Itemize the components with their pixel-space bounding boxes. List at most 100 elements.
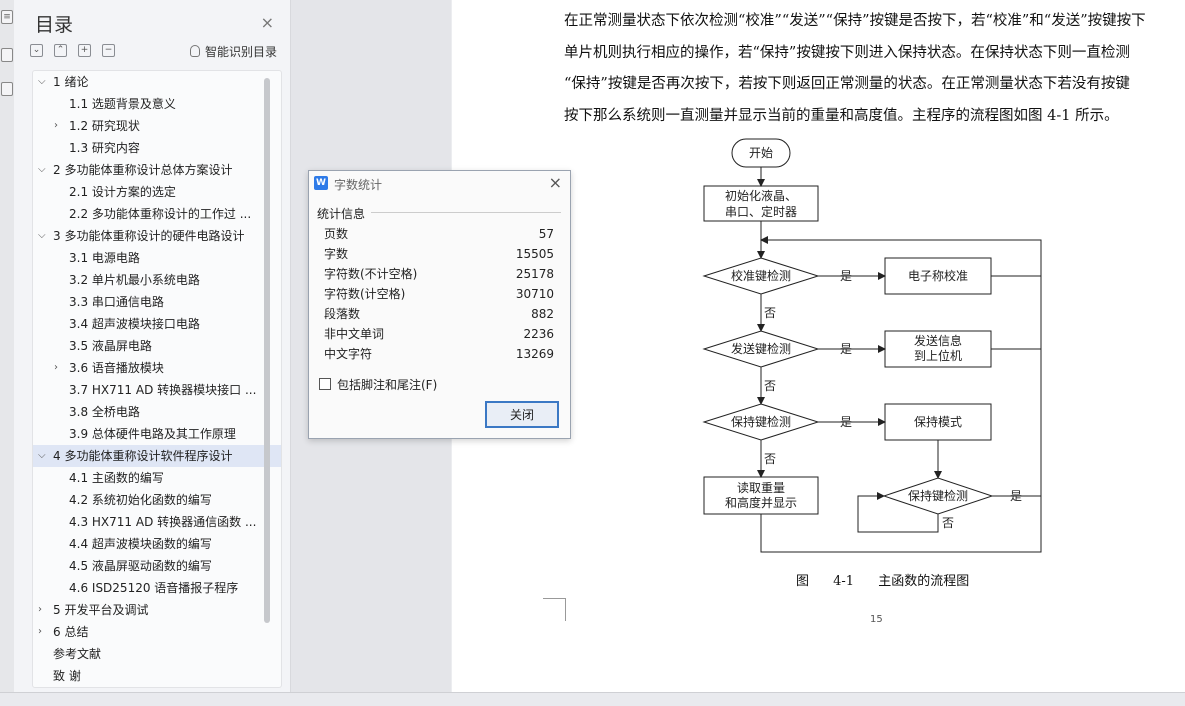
toc-item[interactable]: 2.2 多功能体重称设计的工作过 ... [33,203,281,225]
stat-row: 字符数(不计空格) 25178 [324,264,554,284]
toc-item[interactable]: ⌵ 4 多功能体重称设计软件程序设计 [33,445,281,467]
smart-toc-button[interactable]: 智能识别目录 [189,43,277,60]
toc-item[interactable]: ›5 开发平台及调试 [33,599,281,621]
dialog-close-icon[interactable]: × [548,173,562,192]
chevron-right-icon[interactable]: › [54,362,58,373]
toc-item[interactable]: 1.3 研究内容 [33,137,281,159]
chevron-down-icon[interactable]: ⌵ [38,76,46,87]
include-footnotes-checkbox[interactable]: 包括脚注和尾注(F) [319,376,437,393]
hold-action-label: 保持模式 [914,414,962,429]
yes-label: 是 [840,269,852,283]
toc-panel: 目录 × ⌄ ⌃ + − 智能识别目录 ⌵ 1 绪论 1.1 选题背景及意义 › 1.2… [14,0,291,692]
toc-item[interactable]: 3.2 单片机最小系统电路 [33,269,281,291]
toc-item-label: 2.1 设计方案的选定 [69,185,176,199]
toc-item[interactable]: 3.7 HX711 AD 转换器模块接口 ... [33,379,281,401]
smart-toc-label: 智能识别目录 [204,45,277,59]
toc-item[interactable]: 4.6 ISD25120 语音播报子程序 [33,577,281,599]
read-label-2: 和高度并显示 [725,495,797,510]
toc-item[interactable]: 参考文献 [33,643,281,665]
document-page: 在正常测量状态下依次检测“校准”“发送”“保持”按键是否按下，若“校准”和“发送… [452,0,1185,692]
send-action-label-1: 发送信息 [914,333,962,348]
stat-label: 字符数(不计空格) [324,267,418,281]
toc-item-label: 3.1 电源电路 [69,251,140,265]
no-label: 否 [764,452,776,466]
yes-label: 是 [1010,489,1022,503]
toc-item[interactable]: 4.2 系统初始化函数的编写 [33,489,281,511]
toc-item[interactable]: 3.9 总体硬件电路及其工作原理 [33,423,281,445]
toc-item[interactable]: 3.4 超声波模块接口电路 [33,313,281,335]
toc-item[interactable]: 4.4 超声波模块函数的编写 [33,533,281,555]
toc-item-label: 3.3 串口通信电路 [69,295,164,309]
init-label-2: 串口、定时器 [725,204,797,219]
main-flowchart: 开始 初始化液晶、 串口、定时器 校准键检测 电子称校准 发送键检测 发送信息 … [702,138,1042,553]
toc-item-label: 3.5 液晶屏电路 [69,339,152,353]
toc-item-label: 3.9 总体硬件电路及其工作原理 [69,427,236,441]
no-label: 否 [764,379,776,393]
toc-item[interactable]: 3.5 液晶屏电路 [33,335,281,357]
toc-item-label: 1.1 选题背景及意义 [69,97,176,111]
calib-check-label: 校准键检测 [731,268,791,283]
expand-all-icon[interactable]: ⌃ [54,44,67,57]
toc-item[interactable]: ›6 总结 [33,621,281,643]
toc-item-label: 4.5 液晶屏驱动函数的编写 [69,559,212,573]
toc-close-icon[interactable]: × [260,13,274,32]
paragraph-line: 在正常测量状态下依次检测“校准”“发送”“保持”按键是否按下，若“校准”和“发送… [564,13,1146,29]
toc-item[interactable]: 4.1 主函数的编写 [33,467,281,489]
chevron-right-icon[interactable]: › [54,120,58,131]
checkbox-box[interactable] [319,378,331,390]
stat-label: 字符数(计空格) [324,287,406,301]
stat-value: 25178 [515,267,554,281]
remove-heading-icon[interactable]: − [102,44,115,57]
chevron-right-icon[interactable]: › [38,626,42,637]
toc-item[interactable]: 3.1 电源电路 [33,247,281,269]
figure-caption: 图 4-1 主函数的流程图 [796,574,970,589]
bookmark-icon[interactable] [1,48,13,62]
toc-item-label: 3.8 全桥电路 [69,405,140,419]
toc-item[interactable]: 4.3 HX711 AD 转换器通信函数 ... [33,511,281,533]
toc-item[interactable]: 1.1 选题背景及意义 [33,93,281,115]
read-label-1: 读取重量 [737,481,785,495]
toc-item[interactable]: › 1.2 研究现状 [33,115,281,137]
menu-icon[interactable]: ≡ [1,10,13,24]
toc-item[interactable]: 3.3 串口通信电路 [33,291,281,313]
toc-title: 目录 [35,14,74,36]
toc-item[interactable]: ⌵ 1 绪论 [33,71,281,93]
close-button[interactable]: 关闭 [485,401,559,428]
toc-item[interactable]: ⌵ 2 多功能体重称设计总体方案设计 [33,159,281,181]
stat-label: 中文字符 [324,347,373,361]
toc-item-label: 1 绪论 [53,75,89,89]
dialog-titlebar[interactable]: W 字数统计 × [309,171,570,195]
toc-item-label: 2.2 多功能体重称设计的工作过 ... [69,207,252,221]
toc-item[interactable]: ›3.6 语音播放模块 [33,357,281,379]
toc-item[interactable]: ⌵3 多功能体重称设计的硬件电路设计 [33,225,281,247]
chevron-down-icon[interactable]: ⌵ [38,450,46,461]
toc-item[interactable]: 2.1 设计方案的选定 [33,181,281,203]
chevron-right-icon[interactable]: › [38,604,42,615]
toc-item-label: 1.2 研究现状 [69,119,140,133]
hold-loop-label: 保持键检测 [908,488,968,503]
toc-item[interactable]: 4.5 液晶屏驱动函数的编写 [33,555,281,577]
chevron-down-icon[interactable]: ⌵ [38,230,46,241]
page-icon[interactable] [1,82,13,96]
toc-item-label: 4.2 系统初始化函数的编写 [69,493,212,507]
stat-label: 非中文单词 [324,327,385,341]
toc-item[interactable]: 3.8 全桥电路 [33,401,281,423]
add-heading-icon[interactable]: + [78,44,91,57]
toc-item-label: 4 多功能体重称设计软件程序设计 [53,449,233,463]
toc-scrollbar[interactable] [264,78,270,623]
collapse-all-icon[interactable]: ⌄ [30,44,43,57]
lightbulb-icon [189,45,200,57]
paragraph-line: 单片机则执行相应的操作，若“保持”按键按下则进入保持状态。在保持状态下则一直检测 [564,44,1130,61]
toc-item-label: 2 多功能体重称设计总体方案设计 [53,163,233,177]
chevron-down-icon[interactable]: ⌵ [38,164,46,175]
stat-label: 字数 [324,247,349,261]
start-label: 开始 [749,146,773,160]
toc-item-label: 1.3 研究内容 [69,141,140,155]
stat-value: 30710 [515,287,554,301]
toc-item[interactable]: 致 谢 [33,665,281,687]
